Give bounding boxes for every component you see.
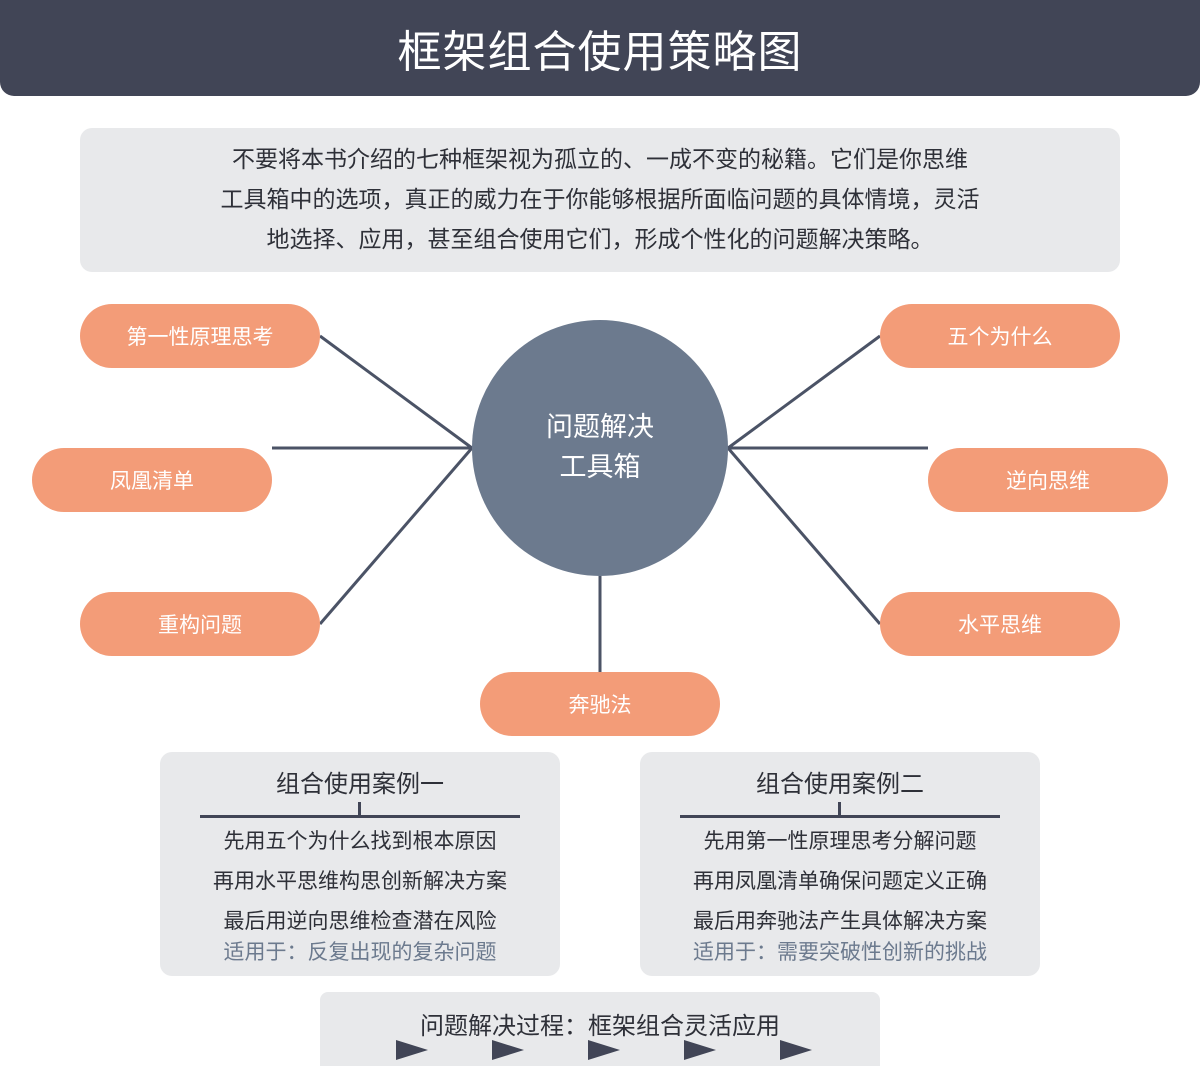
case-divider-tick [838,802,841,817]
connector-five-whys [727,334,881,450]
page-title: 框架组合使用策略图 [0,0,1200,96]
arrow-right-icon [780,1040,812,1060]
case-divider [200,815,520,818]
arrow-right-icon [684,1040,716,1060]
case-title: 组合使用案例一 [276,770,444,798]
arrow-right-icon [588,1040,620,1060]
framework-five-whys: 五个为什么 [880,304,1120,368]
case-step: 先用五个为什么找到根本原因 [223,829,497,853]
case-panel-one: 组合使用案例一 先用五个为什么找到根本原因 再用水平思维构思创新解决方案 最后用… [160,752,560,976]
framework-scamper: 奔驰法 [480,672,720,736]
framework-phoenix-checklist: 凤凰清单 [32,448,272,512]
intro-line: 工具箱中的选项，真正的威力在于你能够根据所面临问题的具体情境，灵活 [220,187,980,213]
framework-reverse-thinking: 逆向思维 [928,448,1168,512]
case-step: 再用凤凰清单确保问题定义正确 [693,869,987,893]
case-applicability: 适用于：反复出现的复杂问题 [223,940,497,964]
intro-panel: 不要将本书介绍的七种框架视为孤立的、一成不变的秘籍。它们是你思维 工具箱中的选项… [80,128,1120,272]
hub-label-line1: 问题解决 [546,412,654,443]
process-panel: 问题解决过程：框架组合灵活应用 [320,992,880,1066]
case-divider [680,815,1000,818]
process-title: 问题解决过程：框架组合灵活应用 [420,1012,780,1040]
connector-reframing [318,447,474,625]
framework-reframing: 重构问题 [80,592,320,656]
intro-line: 地选择、应用，甚至组合使用它们，形成个性化的问题解决策略。 [266,227,934,253]
toolbox-hub: 问题解决 工具箱 [472,320,728,576]
case-step: 最后用奔驰法产生具体解决方案 [693,909,987,933]
case-step: 先用第一性原理思考分解问题 [703,829,977,853]
hub-label-line2: 工具箱 [559,452,641,483]
case-title: 组合使用案例二 [756,770,924,798]
case-step: 再用水平思维构思创新解决方案 [213,869,507,893]
case-panel-two: 组合使用案例二 先用第一性原理思考分解问题 再用凤凰清单确保问题定义正确 最后用… [640,752,1040,976]
connector-first-principles [319,334,473,450]
case-applicability: 适用于：需要突破性创新的挑战 [693,940,987,964]
case-step: 最后用逆向思维检查潜在风险 [223,909,497,933]
arrow-right-icon [396,1040,428,1060]
case-divider-tick [358,802,361,817]
arrow-right-icon [492,1040,524,1060]
connector-lateral-thinking [726,447,882,625]
framework-first-principles: 第一性原理思考 [80,304,320,368]
intro-line: 不要将本书介绍的七种框架视为孤立的、一成不变的秘籍。它们是你思维 [232,147,968,173]
framework-lateral-thinking: 水平思维 [880,592,1120,656]
